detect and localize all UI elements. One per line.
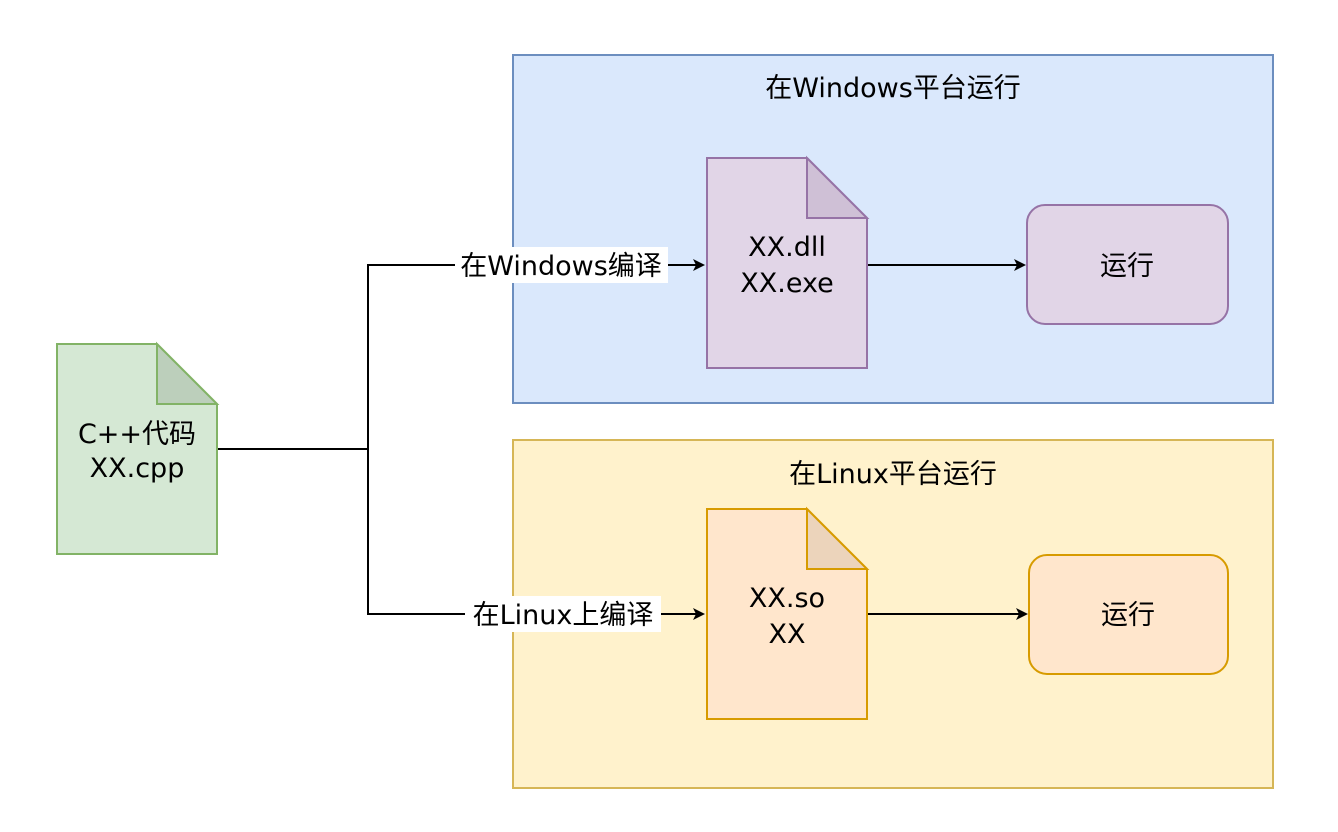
linux-group-title: 在Linux平台运行 [789,459,997,490]
source-file-fold [156,341,220,405]
linux-file-fold [806,506,870,570]
linux-output-document: XX.so XX [706,506,870,720]
linux-run-shape [1028,554,1229,675]
source-file-line1: C++代码 [78,419,196,450]
linux-compile-edge-label: 在Linux上编译 [465,596,661,632]
linux-run-label: 运行 [1101,600,1155,631]
windows-compile-edge-label: 在Windows编译 [455,247,668,283]
linux-compile-label: 在Linux上编译 [473,600,654,631]
windows-compile-label: 在Windows编译 [460,251,662,282]
linux-file-line1: XX.so [749,583,825,614]
windows-file-line1: XX.dll [748,232,826,263]
windows-file-fold [806,155,870,219]
source-file-line2: XX.cpp [90,453,185,484]
source-file-document: C++代码 XX.cpp [56,341,220,555]
windows-run-box: 运行 [1026,204,1229,325]
windows-output-document: XX.dll XX.exe [706,155,870,369]
windows-group-title: 在Windows平台运行 [765,73,1021,104]
linux-run-box: 运行 [1028,554,1229,675]
windows-run-label: 运行 [1100,251,1154,282]
linux-file-line2: XX [769,619,806,650]
windows-run-shape [1026,204,1229,325]
windows-file-line2: XX.exe [740,268,833,299]
